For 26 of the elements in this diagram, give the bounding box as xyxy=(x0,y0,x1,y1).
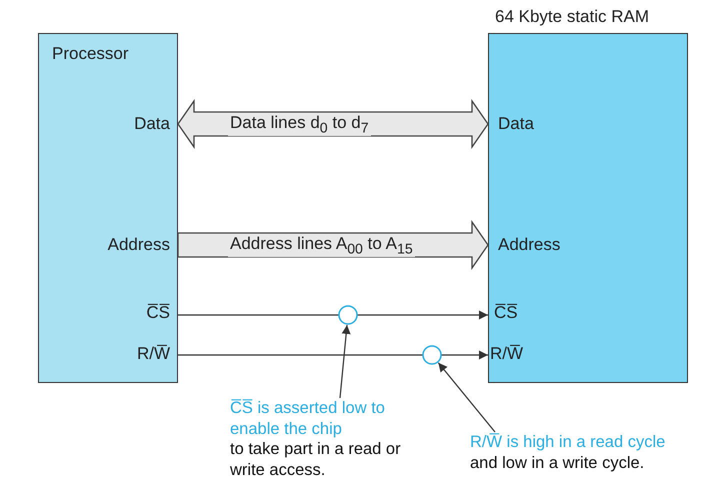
leader-line xyxy=(339,324,351,398)
edge-label: Address lines A$_{00}$ to A$_{15}$ xyxy=(228,234,415,258)
processor-box xyxy=(38,33,178,383)
port-label: Address xyxy=(498,236,560,255)
leader-line xyxy=(438,362,496,432)
ram-box xyxy=(488,33,688,383)
signal-line xyxy=(178,314,339,316)
note-text: and low in a write cycle. xyxy=(470,452,646,474)
port-label: R/W̅ xyxy=(490,345,524,364)
signal-circle xyxy=(422,345,442,365)
signal-line xyxy=(357,310,488,320)
box-heading: 64 Kbyte static RAM xyxy=(495,8,650,27)
port-label: R/W̅ xyxy=(136,345,170,364)
signal-line xyxy=(178,354,423,356)
port-label: Address xyxy=(108,236,170,255)
note-text: to take part in a read or write access. xyxy=(230,439,402,480)
port-label: C̅S̅ xyxy=(494,304,518,323)
port-label: Data xyxy=(134,115,170,134)
signal-circle xyxy=(338,305,358,325)
edge-label: Data lines d$_{0}$ to d$_{7}$ xyxy=(228,113,371,136)
note-text: R/W̅ is high in a read cycle xyxy=(470,432,666,453)
port-label: C̅S̅ xyxy=(146,304,170,323)
signal-line xyxy=(441,350,488,360)
port-label: Data xyxy=(498,115,534,134)
box-heading: Processor xyxy=(52,45,129,64)
note-text: C̅S̅ is asserted low to enable the chip xyxy=(230,398,386,440)
